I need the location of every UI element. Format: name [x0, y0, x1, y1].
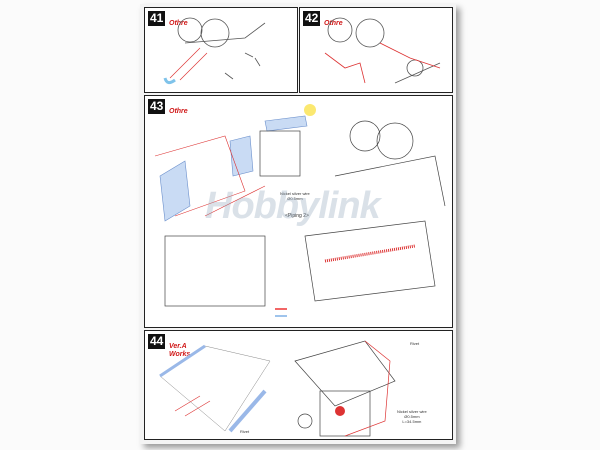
wire-note: Nickel silver wire Ø0.5mm — [280, 191, 310, 201]
step-label: Othre — [324, 20, 343, 27]
step-label: Othre — [169, 20, 188, 27]
step-number: 41 — [148, 11, 166, 26]
piping-label: <Piping 2> — [285, 213, 309, 219]
step-number: 44 — [148, 334, 166, 349]
step-42-diagram — [324, 17, 441, 84]
wire-note: Nickel silver wire Ø0.5mm L=34.5mm — [397, 409, 427, 424]
step-43-panel: 43 Othre Nickel silver wire Ø0.5mm <Pipi… — [144, 95, 453, 328]
rivet-label: Rivet — [240, 429, 250, 434]
step-number: 43 — [148, 99, 166, 114]
instruction-sheet: 41 Othre 42 Othre 43 Othre Nickel silver… — [140, 4, 456, 444]
rivet-label: Rivet — [410, 341, 420, 346]
step-44-diagram — [159, 340, 396, 437]
step-41-diagram — [163, 17, 266, 85]
step-43-diagram — [154, 104, 446, 317]
step-number: 42 — [303, 11, 321, 26]
step-41-panel: 41 Othre — [144, 7, 298, 93]
watermark-logo: Hobbylink — [205, 185, 381, 227]
step-42-panel: 42 Othre — [299, 7, 453, 93]
step-label: Othre — [169, 108, 188, 115]
